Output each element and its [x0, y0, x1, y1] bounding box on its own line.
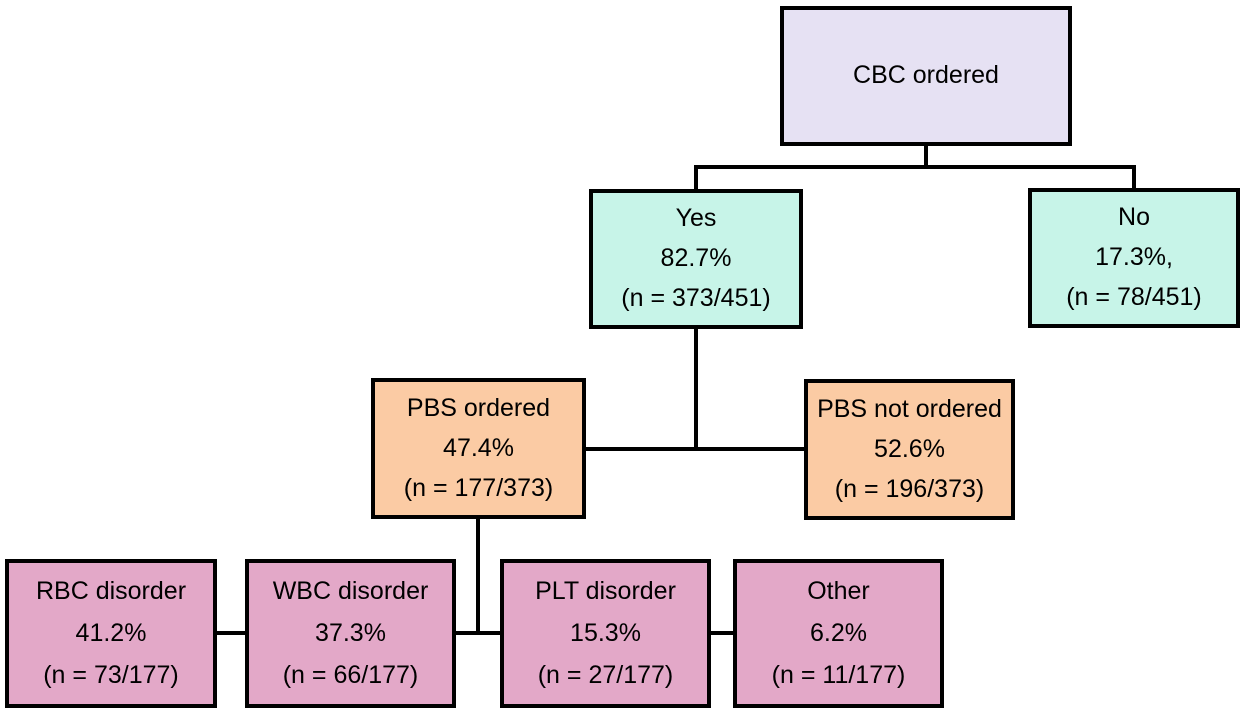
- connector-pbs-horizontal: [586, 447, 804, 451]
- connector-pbs-to-bottom-vertical: [476, 519, 480, 635]
- node-label: No: [1118, 203, 1150, 232]
- node-label: PBS ordered: [406, 393, 551, 422]
- node-label: PBS not ordered: [817, 394, 1002, 423]
- node-percent: 17.3%,: [1095, 243, 1173, 272]
- node-percent: 15.3%: [570, 618, 641, 647]
- node-percent: 52.6%: [874, 434, 945, 463]
- node-count: (n = 11/177): [771, 660, 906, 689]
- flow-node-pbs-ordered: PBS ordered 47.4% (n = 177/373): [371, 378, 586, 519]
- node-percent: 6.2%: [810, 618, 867, 647]
- node-count: (n = 177/373): [403, 473, 554, 502]
- connector-cbc-branch-horizontal: [694, 165, 1136, 169]
- node-label: PLT disorder: [535, 576, 676, 605]
- node-count: (n = 66/177): [282, 660, 419, 689]
- flow-node-wbc-disorder: WBC disorder 37.3% (n = 66/177): [245, 559, 456, 708]
- node-percent: 37.3%: [315, 618, 386, 647]
- node-label: WBC disorder: [272, 576, 429, 605]
- node-percent: 82.7%: [660, 244, 732, 273]
- node-count: (n = 78/451): [1066, 283, 1202, 312]
- node-count: (n = 73/177): [43, 660, 179, 689]
- flow-node-cbc-ordered: CBC ordered: [780, 6, 1072, 146]
- node-percent: 41.2%: [75, 618, 147, 647]
- connector-cbc-stub: [924, 146, 928, 169]
- connector-yes-to-pbs-vertical: [694, 329, 698, 451]
- node-label: CBC ordered: [853, 61, 999, 90]
- node-count: (n = 196/373): [834, 474, 985, 503]
- connector-rbc-wbc: [217, 631, 245, 635]
- connector-wbc-plt: [456, 631, 500, 635]
- node-label: Yes: [675, 204, 717, 233]
- flow-node-no: No 17.3%, (n = 78/451): [1028, 188, 1240, 328]
- flow-node-rbc-disorder: RBC disorder 41.2% (n = 73/177): [5, 559, 217, 708]
- connector-plt-other: [711, 631, 733, 635]
- node-percent: 47.4%: [443, 433, 514, 462]
- flow-node-yes: Yes 82.7% (n = 373/451): [589, 189, 803, 329]
- connector-drop-to-yes: [694, 165, 698, 191]
- flow-node-other: Other 6.2% (n = 11/177): [733, 559, 944, 708]
- node-count: (n = 27/177): [537, 660, 674, 689]
- connector-drop-to-no: [1132, 165, 1136, 191]
- flow-node-pbs-not-ordered: PBS not ordered 52.6% (n = 196/373): [804, 379, 1015, 520]
- node-label: RBC disorder: [35, 576, 187, 605]
- flow-node-plt-disorder: PLT disorder 15.3% (n = 27/177): [500, 559, 711, 708]
- node-label: Other: [807, 576, 870, 605]
- node-count: (n = 373/451): [621, 284, 771, 313]
